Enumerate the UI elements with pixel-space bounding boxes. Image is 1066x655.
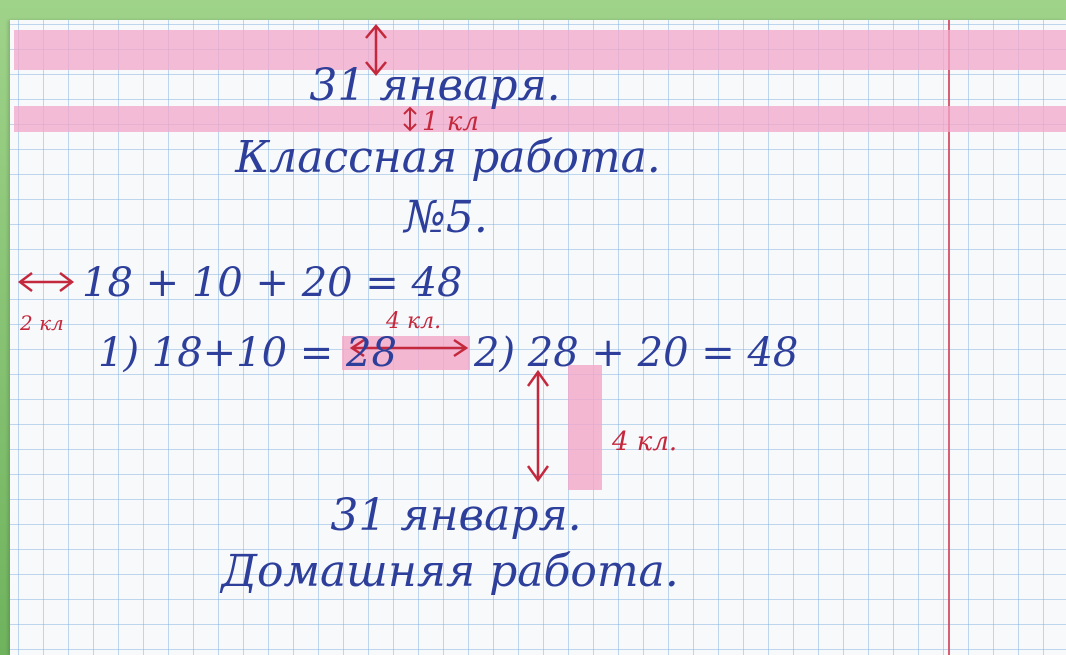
homework-title: Домашняя работа. xyxy=(219,546,679,597)
date-classwork: 31 января. xyxy=(309,60,560,111)
solution-step-2: 2) 28 + 20 = 48 xyxy=(473,330,798,376)
annotation-2-cells: 2 кл xyxy=(19,311,64,335)
arrow-small-gap xyxy=(403,106,417,132)
highlight-band-second xyxy=(14,106,1066,132)
annotation-4-cells-horizontal: 4 кл. xyxy=(385,309,441,334)
classwork-title: Классная работа. xyxy=(234,132,661,183)
arrow-top-gap xyxy=(365,24,387,76)
annotation-1-line: 1 кл xyxy=(422,107,479,137)
date-homework: 31 января. xyxy=(330,490,581,541)
exercise-number: №5. xyxy=(402,192,488,243)
arrow-vertical-gap xyxy=(526,369,550,483)
highlight-band-top xyxy=(14,30,1066,70)
highlight-gap-vertical xyxy=(568,365,602,490)
annotation-4-cells-vertical: 4 кл. xyxy=(611,427,677,457)
arrow-left-indent xyxy=(17,272,75,292)
arrow-between-steps xyxy=(349,338,469,358)
main-expression: 18 + 10 + 20 = 48 xyxy=(82,260,462,306)
page-margin-line xyxy=(948,20,950,655)
solution-step-1: 1) 18+10 = 28 xyxy=(98,330,397,376)
